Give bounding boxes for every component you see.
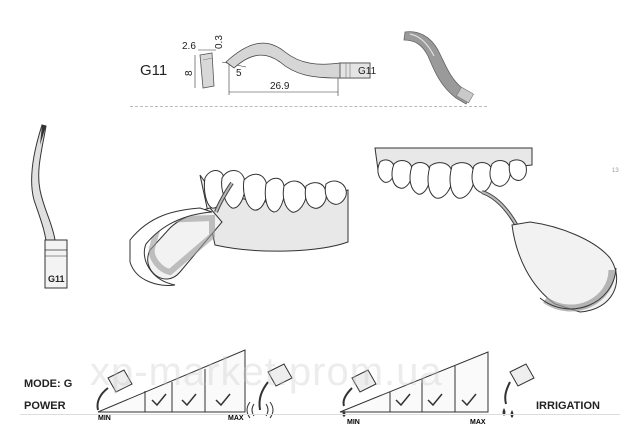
irrigation-max: MAX: [470, 419, 486, 426]
power-min: MIN: [98, 415, 111, 422]
etched-label: G11: [358, 66, 377, 77]
power-label: POWER: [24, 400, 66, 412]
water-drop-icon: [342, 410, 346, 417]
scaler-icon: [96, 369, 133, 411]
corner-mark: 13: [612, 168, 619, 174]
dim-0-3: 0.3: [214, 35, 225, 49]
water-drops-icon: [502, 408, 514, 418]
dim-26-9: 26.9: [270, 81, 290, 92]
irrigation-label: IRRIGATION: [536, 400, 600, 412]
shank-label: G11: [48, 274, 65, 284]
dim-2-6: 2.6: [182, 41, 196, 52]
scaler-icon: [342, 369, 377, 407]
mode-label: MODE: G: [24, 378, 73, 390]
dim-5: 5: [236, 68, 242, 79]
scaler-icon: [504, 363, 535, 405]
bottom-divider: [20, 414, 620, 415]
check-icon: [395, 393, 477, 407]
model-code: G11: [140, 62, 168, 79]
power-max: MAX: [228, 415, 244, 422]
dim-8: 8: [184, 70, 195, 76]
irrigation-min: MIN: [347, 419, 360, 426]
watermark: xp-market.prom.ua: [90, 350, 443, 394]
top-diagram-frame: [130, 28, 487, 107]
scaler-icon: [258, 363, 293, 411]
check-icon: [151, 393, 231, 407]
